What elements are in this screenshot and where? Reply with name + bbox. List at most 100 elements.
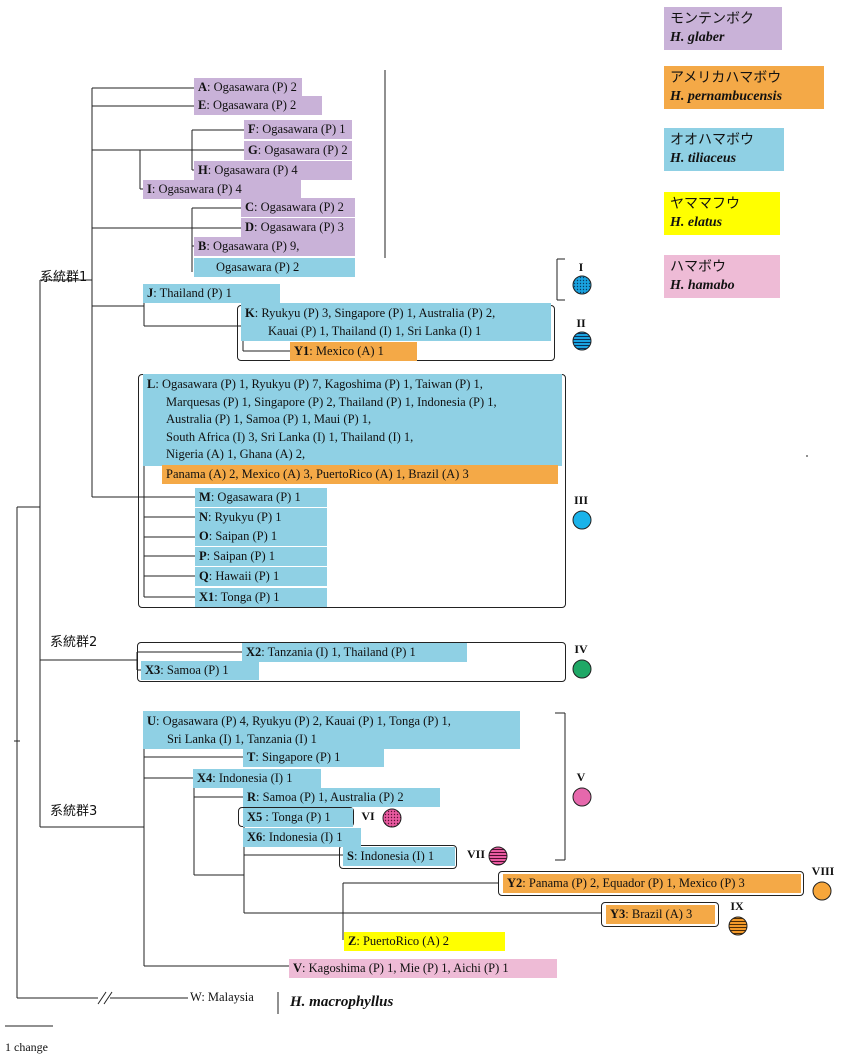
haplotype-code: P bbox=[199, 549, 207, 563]
haplotype-W: W: Malaysia bbox=[190, 990, 254, 1004]
haplotype-detail: : Ogasawara (P) 1 bbox=[210, 490, 301, 504]
haplotype-X4: X4: Indonesia (I) 1 bbox=[193, 769, 321, 788]
haplotype-detail: : Ogasawara (P) 1, Ryukyu (P) 7, Kagoshi… bbox=[155, 377, 483, 391]
haplotype-code: D bbox=[245, 220, 255, 234]
legend-jp-name: ハマボウ bbox=[670, 259, 726, 275]
clade-2-label: 系統群2 bbox=[50, 635, 98, 650]
group-label-iv: IV bbox=[574, 642, 588, 656]
haplotype-Y2: Y2: Panama (P) 2, Equador (P) 1, Mexico … bbox=[503, 874, 801, 893]
haplotype-detail: : Indonesia (I) 1 bbox=[353, 849, 435, 863]
haplotype-code: F bbox=[248, 122, 256, 136]
group-label-v: V bbox=[576, 770, 586, 784]
haplotype-P: P: Saipan (P) 1 bbox=[195, 547, 327, 566]
group-label-vi: VI bbox=[361, 809, 375, 823]
haplotype-detail: : Ogasawara (P) 9, bbox=[206, 239, 300, 253]
haplotype-code: Q bbox=[199, 569, 209, 583]
haplotype-detail-5: Nigeria (A) 1, Ghana (A) 2, bbox=[166, 447, 306, 461]
group-vii-frame bbox=[339, 845, 457, 869]
haplotype-detail: : Indonesia (I) 1 bbox=[262, 830, 343, 844]
legend-species-name: H. pernambucensis bbox=[670, 89, 783, 104]
haplotype-M: M: Ogasawara (P) 1 bbox=[195, 488, 327, 507]
group-iv-marker bbox=[572, 659, 592, 679]
haplotype-code: A bbox=[198, 80, 208, 94]
haplotype-code: O bbox=[199, 529, 209, 543]
haplotype-code: R bbox=[247, 790, 257, 804]
haplotype-detail-2: Marquesas (P) 1, Singapore (P) 2, Thaila… bbox=[166, 394, 497, 409]
haplotype-detail: : Panama (P) 2, Equador (P) 1, Mexico (P… bbox=[522, 876, 745, 890]
haplotype-detail: : Tonga (P) 1 bbox=[262, 810, 331, 824]
haplotype-detail: : Ryukyu (P) 1 bbox=[208, 510, 282, 524]
haplotype-detail: : Tonga (P) 1 bbox=[214, 590, 280, 604]
haplotype-code: Y2 bbox=[507, 876, 523, 890]
haplotype-B: B: Ogasawara (P) 9, bbox=[194, 237, 355, 256]
haplotype-code: C bbox=[245, 200, 255, 214]
haplotype-Q: Q: Hawaii (P) 1 bbox=[195, 567, 327, 586]
haplotype-code: L bbox=[147, 377, 156, 391]
haplotype-detail: : Ogasawara (P) 4 bbox=[207, 163, 298, 177]
haplotype-code: B bbox=[198, 239, 207, 253]
haplotype-code: X2 bbox=[246, 645, 262, 659]
haplotype-detail: : Ogasawara (P) 2 bbox=[257, 143, 348, 157]
haplotype-R: R: Samoa (P) 1, Australia (P) 2 bbox=[243, 788, 440, 807]
haplotype-D: D: Ogasawara (P) 3 bbox=[241, 218, 355, 237]
haplotype-detail-2: Kauai (P) 1, Thailand (I) 1, Sri Lanka (… bbox=[268, 323, 482, 338]
legend-jp-name: モンテンボク bbox=[670, 11, 754, 27]
haplotype-code: S bbox=[347, 849, 354, 863]
legend-jp-name: アメリカハマボウ bbox=[670, 70, 782, 86]
haplotype-code: X3 bbox=[145, 663, 161, 677]
group-label-ix: IX bbox=[730, 899, 744, 913]
group-vii-marker bbox=[488, 846, 508, 866]
legend-jp-name: ヤママフウ bbox=[670, 196, 740, 212]
haplotype-code: Z bbox=[348, 934, 357, 948]
haplotype-detail: : Ogasawara (P) 2 bbox=[254, 200, 344, 214]
haplotype-X3: X3: Samoa (P) 1 bbox=[141, 661, 259, 680]
group-i-marker bbox=[572, 275, 592, 295]
haplotype-code: U bbox=[147, 714, 157, 728]
haplotype-X5: X5 : Tonga (P) 1 bbox=[243, 808, 353, 827]
haplotype-Y3: Y3: Brazil (A) 3 bbox=[606, 905, 715, 924]
group-label-iii: III bbox=[573, 493, 588, 507]
haplotype-code: J bbox=[147, 286, 154, 300]
haplotype-code: V bbox=[293, 961, 303, 975]
haplotype-code: K bbox=[245, 306, 255, 320]
haplotype-code: E bbox=[198, 98, 207, 112]
haplotype-detail: : Ryukyu (P) 3, Singapore (P) 1, Austral… bbox=[254, 306, 496, 320]
group-label-viii: VIII bbox=[811, 864, 835, 878]
haplotype-code: X5 bbox=[247, 810, 263, 824]
haplotype-X2: X2: Tanzania (I) 1, Thailand (P) 1 bbox=[242, 643, 467, 662]
group-iv-frame bbox=[137, 642, 566, 682]
haplotype-code: X6 bbox=[247, 830, 263, 844]
haplotype-J: J: Thailand (P) 1 bbox=[143, 284, 280, 303]
legend-species-name: H. hamabo bbox=[670, 278, 735, 293]
haplotype-F: F: Ogasawara (P) 1 bbox=[244, 120, 352, 139]
haplotype-detail: : Saipan (P) 1 bbox=[206, 549, 276, 563]
group-label-vii: VII bbox=[466, 847, 485, 861]
haplotype-detail: : Singapore (P) 1 bbox=[255, 750, 341, 764]
haplotype-detail: : Kagoshima (P) 1, Mie (P) 1, Aichi (P) … bbox=[302, 961, 509, 975]
haplotype-code: N bbox=[199, 510, 209, 524]
haplotype-K: K: Ryukyu (P) 3, Singapore (P) 1, Austra… bbox=[241, 303, 551, 341]
haplotype-code: X1 bbox=[199, 590, 215, 604]
haplotype-detail: : Samoa (P) 1, Australia (P) 2 bbox=[256, 790, 404, 804]
legend-h-elatus: ヤママフウ H. elatus bbox=[664, 192, 780, 235]
haplotype-detail: : Ogasawara (P) 3 bbox=[254, 220, 344, 234]
group-v-marker bbox=[572, 787, 592, 807]
group-iii-marker bbox=[572, 510, 592, 530]
group-ix-marker bbox=[728, 916, 748, 936]
haplotype-code: I bbox=[147, 182, 152, 196]
haplotype-detail: : Ogasawara (P) 2 bbox=[207, 80, 297, 94]
haplotype-detail-3: Australia (P) 1, Samoa (P) 1, Maui (P) 1… bbox=[166, 412, 372, 426]
haplotype-S: S: Indonesia (I) 1 bbox=[343, 847, 455, 866]
haplotype-detail-2: Sri Lanka (I) 1, Tanzania (I) 1 bbox=[167, 731, 317, 746]
legend-h-hamabo: ハマボウ H. hamabo bbox=[664, 255, 780, 298]
haplotype-detail: : Brazil (A) 3 bbox=[625, 907, 693, 921]
haplotype-detail: : Ogasawara (P) 1 bbox=[255, 122, 346, 136]
haplotype-detail: : Indonesia (I) 1 bbox=[212, 771, 293, 785]
group-viii-marker bbox=[812, 881, 832, 901]
clade-1-label: 系統群1 bbox=[40, 270, 88, 285]
legend-species-name: H. elatus bbox=[670, 215, 723, 230]
legend-h-pernambucensis: アメリカハマボウ H. pernambucensis bbox=[664, 66, 824, 109]
legend-species-name: H. glaber bbox=[670, 30, 725, 45]
